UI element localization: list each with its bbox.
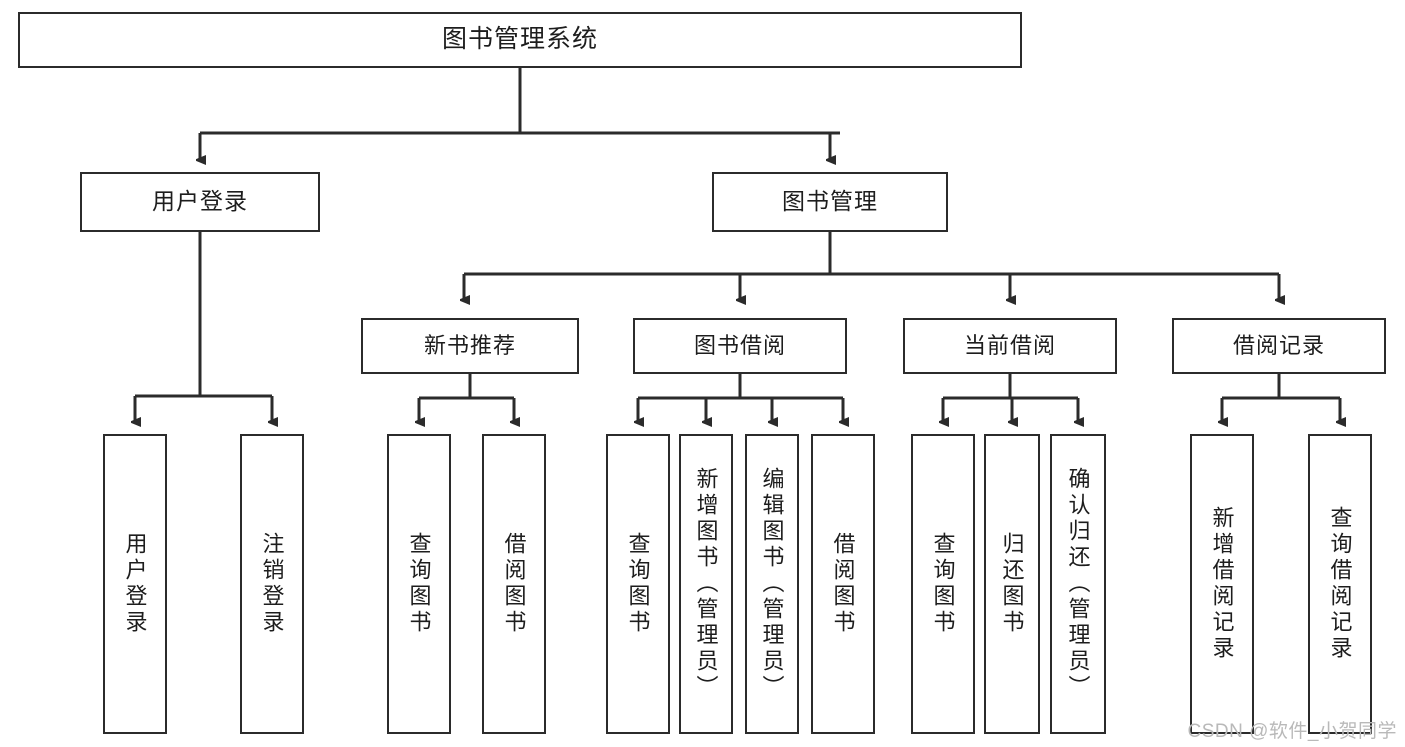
node-leaf-borrow-book[interactable]: 借阅图书 — [811, 434, 875, 734]
node-label: 注销登录 — [259, 532, 285, 636]
node-book-borrow[interactable]: 图书借阅 — [633, 318, 847, 374]
node-leaf-query-book-recommend[interactable]: 查询图书 — [387, 434, 451, 734]
node-leaf-edit-book-admin[interactable]: 编辑图书（管理员） — [745, 434, 799, 734]
watermark-text: CSDN @软件_小贺同学 — [1187, 721, 1397, 742]
node-user-login[interactable]: 用户登录 — [80, 172, 320, 232]
node-label: 借阅图书 — [830, 532, 856, 636]
node-leaf-return-book[interactable]: 归还图书 — [984, 434, 1040, 734]
node-label: 图书借阅 — [693, 333, 786, 359]
node-leaf-borrow-book-recommend[interactable]: 借阅图书 — [482, 434, 546, 734]
node-label: 归还图书 — [999, 532, 1025, 636]
node-leaf-query-borrow-record[interactable]: 查询借阅记录 — [1308, 434, 1372, 734]
node-leaf-add-book-admin[interactable]: 新增图书（管理员） — [679, 434, 733, 734]
node-leaf-user-login[interactable]: 用户登录 — [103, 434, 167, 734]
node-label: 图书管理系统 — [441, 25, 598, 54]
node-root-system[interactable]: 图书管理系统 — [18, 12, 1022, 68]
node-leaf-confirm-return-admin[interactable]: 确认归还（管理员） — [1050, 434, 1106, 734]
node-label: 借阅记录 — [1232, 333, 1325, 359]
node-leaf-add-borrow-record[interactable]: 新增借阅记录 — [1190, 434, 1254, 734]
node-label: 图书管理 — [782, 188, 878, 215]
node-new-book-recommend[interactable]: 新书推荐 — [361, 318, 579, 374]
node-leaf-logout[interactable]: 注销登录 — [240, 434, 304, 734]
node-label: 借阅图书 — [501, 532, 527, 636]
node-label: 新增图书（管理员） — [693, 467, 719, 701]
node-label: 查询图书 — [625, 532, 651, 636]
node-label: 编辑图书（管理员） — [759, 467, 785, 701]
node-label: 当前借阅 — [963, 333, 1056, 359]
node-current-borrow[interactable]: 当前借阅 — [903, 318, 1117, 374]
node-label: 用户登录 — [122, 532, 148, 636]
node-leaf-query-book-borrow[interactable]: 查询图书 — [606, 434, 670, 734]
node-label: 查询借阅记录 — [1327, 506, 1353, 662]
node-label: 查询图书 — [930, 532, 956, 636]
node-label: 查询图书 — [406, 532, 432, 636]
node-label: 用户登录 — [152, 188, 248, 215]
node-borrow-record[interactable]: 借阅记录 — [1172, 318, 1386, 374]
node-leaf-query-book-current[interactable]: 查询图书 — [911, 434, 975, 734]
node-label: 新增借阅记录 — [1209, 506, 1235, 662]
node-label: 确认归还（管理员） — [1065, 467, 1091, 701]
node-book-manage[interactable]: 图书管理 — [712, 172, 948, 232]
node-label: 新书推荐 — [423, 333, 516, 359]
